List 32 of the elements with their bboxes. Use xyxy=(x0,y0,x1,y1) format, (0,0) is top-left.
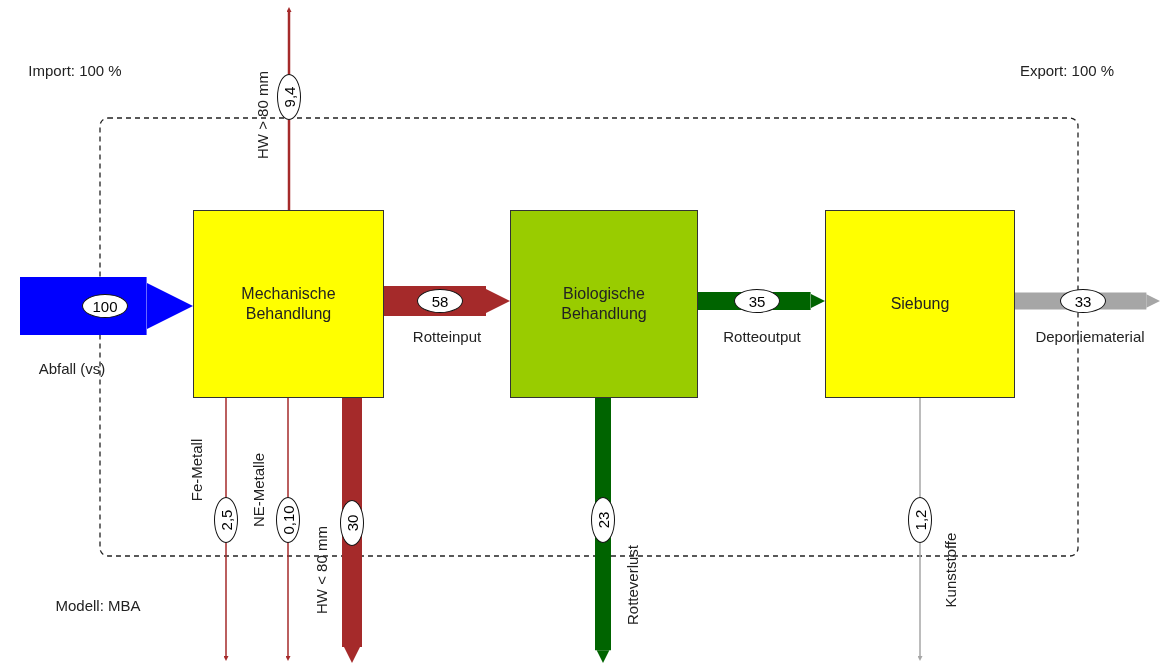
flow-name: Abfall (vs) xyxy=(38,359,106,377)
flow-arrow xyxy=(20,277,193,335)
flow-name: HW > 80 mm xyxy=(253,71,271,159)
flow-name: Fe-Metall xyxy=(187,438,205,502)
flow-name: Rotteoutput xyxy=(723,327,801,345)
flow-value: 0,10 xyxy=(276,497,300,543)
flow-name: NE-Metalle xyxy=(249,452,267,528)
flow-value: 30 xyxy=(340,500,364,546)
flow-name: Rotteverlust xyxy=(623,545,641,625)
flow-value: 9,4 xyxy=(277,74,301,120)
flow-name: HW < 80 mm xyxy=(312,526,330,614)
note-text: Modell: MBA xyxy=(55,596,141,614)
flow-value: 2,5 xyxy=(214,497,238,543)
flow-value: 33 xyxy=(1060,289,1106,313)
flow-value: 23 xyxy=(591,497,615,543)
flow-name: Deponiematerial xyxy=(1035,327,1145,345)
note-text: Import: 100 % xyxy=(28,61,122,79)
flow-arrow xyxy=(698,292,825,310)
flow-value: 35 xyxy=(734,289,780,313)
flow-name: Rotteinput xyxy=(412,327,482,345)
process-box xyxy=(193,210,384,398)
flow-value: 1,2 xyxy=(908,497,932,543)
flow-arrow xyxy=(595,398,611,663)
box-label: Biologische Behandlung xyxy=(560,284,648,324)
process-box xyxy=(510,210,698,398)
box-label: Siebung xyxy=(889,294,951,314)
flow-arrow xyxy=(384,286,510,316)
box-label: Mechanische Behandlung xyxy=(240,284,337,324)
process-box xyxy=(825,210,1015,398)
note-text: Export: 100 % xyxy=(1019,61,1115,79)
flow-arrow xyxy=(342,398,362,663)
flow-name: Kunststoffe xyxy=(941,532,959,608)
